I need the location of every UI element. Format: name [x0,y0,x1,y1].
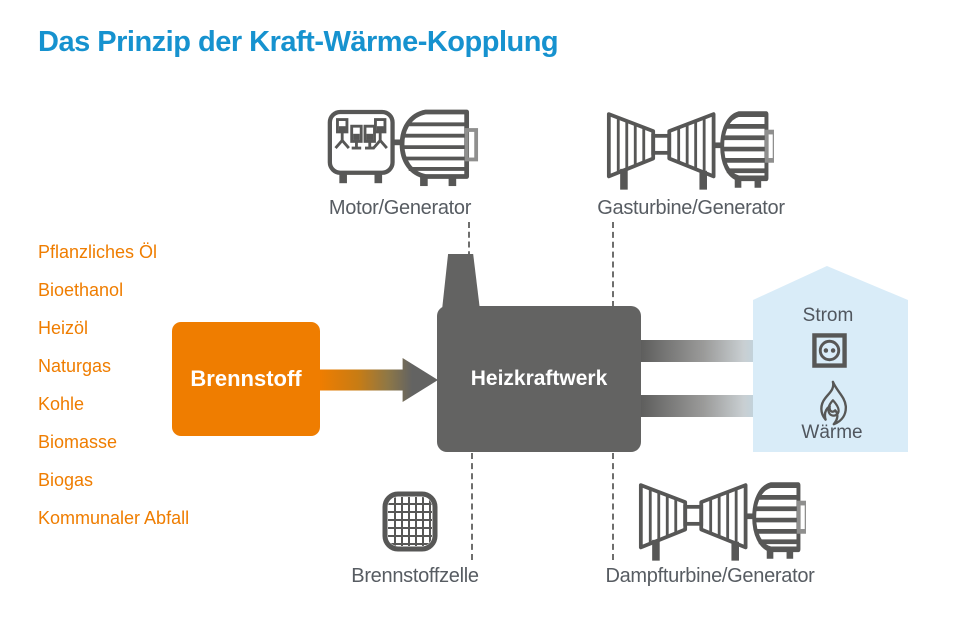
dashed-connector-fuel-cell [471,453,473,560]
power-socket-icon [812,333,847,368]
fuel-item-naturgas: Naturgas [38,356,112,376]
gas-turbine-generator-icon [606,111,774,190]
fuel-item-kohle: Kohle [38,394,85,414]
fuel-box: Brennstoff [172,322,320,436]
steam-turbine-generator-label: Dampfturbine/Generator [605,565,815,587]
chimney-shape [442,254,480,310]
plant-box: Heizkraftwerk [437,306,641,452]
fuel-item-biogas: Biogas [38,470,94,490]
motor-generator-label: Motor/Generator [328,197,472,219]
plant-box-label: Heizkraftwerk [470,367,608,390]
fuel-item-kommunaler-abfall: Kommunaler Abfall [38,508,190,528]
fuel-list: Pflanzliches Öl Bioethanol Heizöl Naturg… [38,233,189,537]
fuel-item-biomasse: Biomasse [38,432,118,452]
fuel-to-plant-arrow [320,358,438,402]
gas-turbine-generator-label: Gasturbine/Generator [597,197,785,219]
page-title: Das Prinzip der Kraft-Wärme-Kopplung [38,26,559,58]
steam-turbine-generator-icon [638,482,806,561]
flame-icon [820,380,847,426]
heat-label: Wärme [801,422,863,443]
fuel-cell-icon [382,491,438,552]
fuel-cell-label: Brennstoffzelle [351,565,479,587]
fuel-box-label: Brennstoff [190,366,302,391]
electricity-label: Strom [802,305,854,326]
engine-generator-icon [327,109,479,187]
dashed-connector-steam-turbine [612,453,614,560]
fuel-item-heizoel: Heizöl [38,318,89,338]
fuel-item-pflanzliches-oel: Pflanzliches Öl [38,242,158,262]
fuel-item-bioethanol: Bioethanol [38,280,124,300]
dashed-connector-gas-turbine [612,222,614,307]
